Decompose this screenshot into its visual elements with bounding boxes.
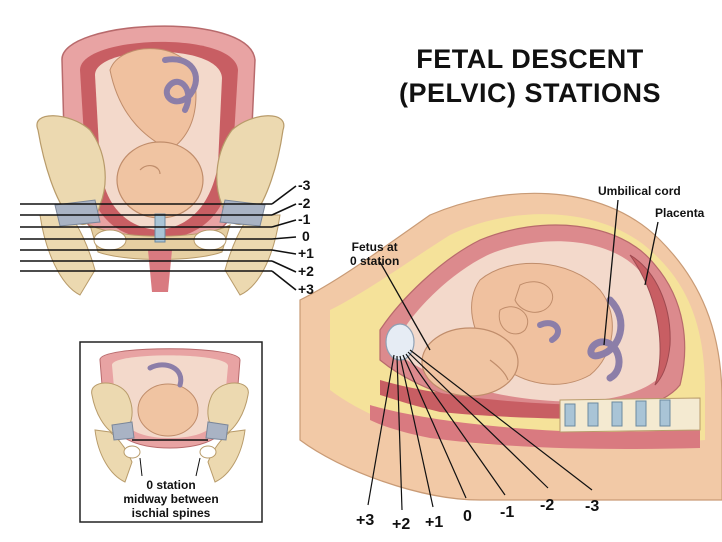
side-station-label: -1 <box>500 504 515 521</box>
title-line-1: FETAL DESCENT <box>416 44 644 74</box>
side-station-label: -3 <box>585 498 600 515</box>
front-station-label: 0 <box>302 228 310 244</box>
side-sagittal-view <box>299 192 722 511</box>
front-station-label: -2 <box>298 195 311 211</box>
inset-panel <box>79 341 263 523</box>
placenta-label: Placenta <box>655 206 705 220</box>
page-title: FETAL DESCENT (PELVIC) STATIONS <box>380 42 680 110</box>
umbilical-cord-label: Umbilical cord <box>598 184 681 198</box>
inset-caption-line: midway between <box>123 492 219 506</box>
front-station-label: +2 <box>298 263 314 279</box>
inset-caption-line: 0 station <box>146 478 196 492</box>
front-station-label: +1 <box>298 245 314 261</box>
inset-caption: 0 station midway between ischial spines <box>82 478 260 520</box>
front-station-label: -3 <box>298 177 311 193</box>
side-station-label: +3 <box>356 512 375 529</box>
front-station-label: +3 <box>298 281 314 297</box>
side-station-label: +2 <box>392 516 411 533</box>
front-station-label: -1 <box>298 211 311 227</box>
station-lines <box>20 185 297 291</box>
fetus-label: Fetus at 0 station <box>350 240 399 268</box>
title-line-2: (PELVIC) STATIONS <box>399 78 661 108</box>
fetus-label-line: Fetus at <box>351 240 398 254</box>
fetus-label-line: 0 station <box>350 254 400 268</box>
side-station-label: -2 <box>540 497 555 514</box>
inset-caption-line: ischial spines <box>131 506 211 520</box>
front-pelvis-view <box>20 25 297 296</box>
side-station-label: +1 <box>425 514 444 531</box>
spine <box>559 397 701 433</box>
station-fan <box>367 349 593 511</box>
side-station-label: 0 <box>463 508 472 525</box>
